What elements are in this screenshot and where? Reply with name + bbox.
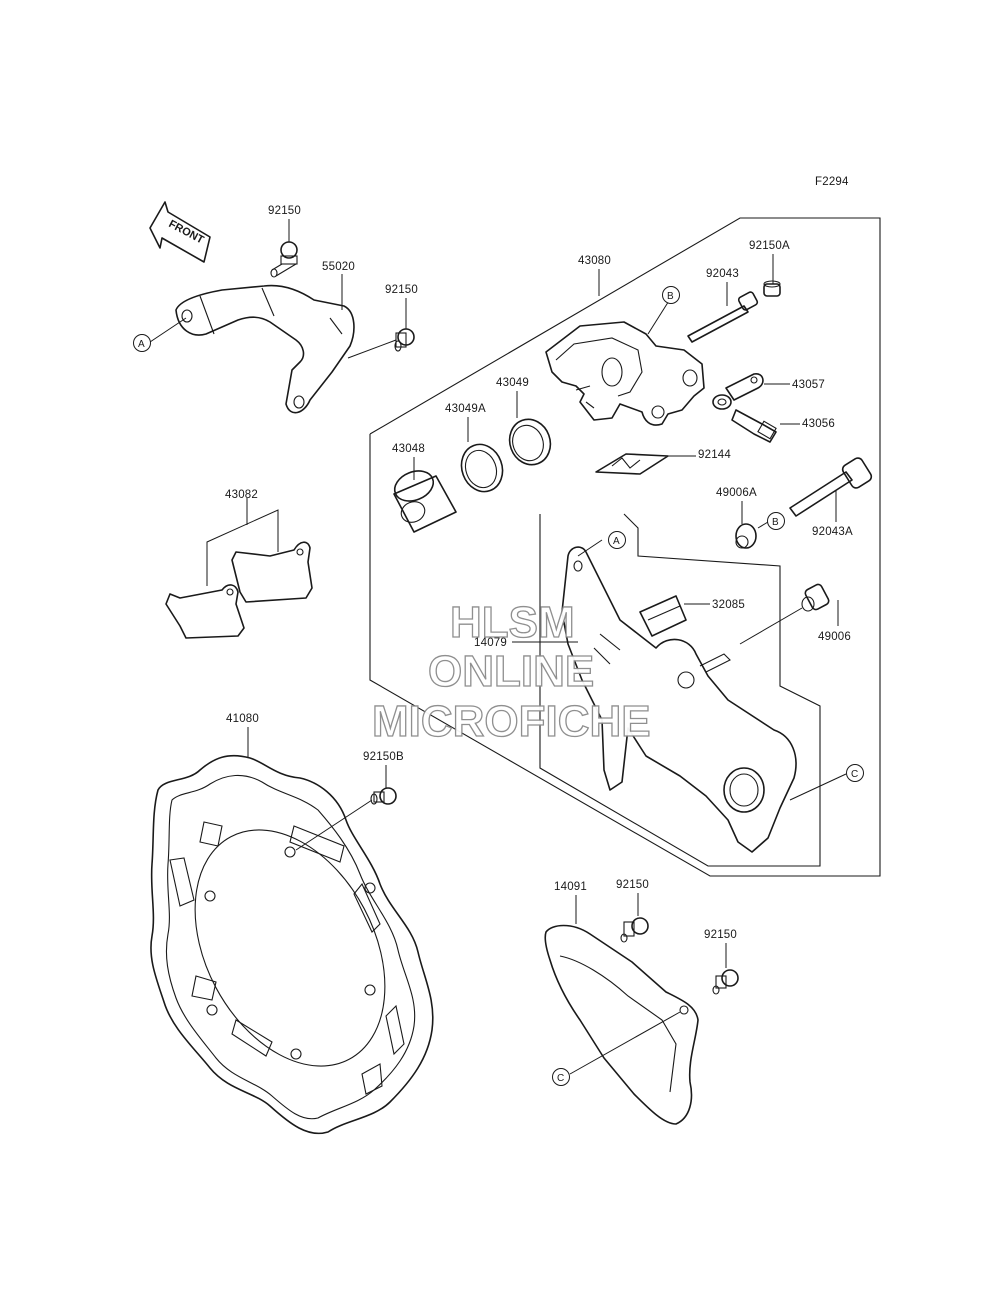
part-label-92144: 92144	[698, 449, 731, 461]
svg-text:B: B	[772, 517, 779, 528]
part-label-43056: 43056	[802, 418, 835, 430]
bleeder-cap-92150A	[763, 280, 781, 297]
ref-marker-c-guard	[552, 1068, 570, 1086]
brake-pad-front	[165, 584, 245, 639]
svg-text:A: A	[613, 536, 620, 547]
brake-pad-rear	[231, 541, 313, 603]
watermark-line1: HLSM	[450, 598, 575, 647]
watermark-line2: ONLINE	[428, 647, 594, 696]
part-label-55020: 55020	[322, 261, 355, 273]
bracket-bolt-top	[270, 241, 298, 278]
brake-disc-41080	[150, 754, 434, 1135]
part-label-49006A: 49006A	[716, 487, 757, 499]
disc-bolt-92150B	[370, 787, 397, 805]
pin-92043	[687, 291, 759, 343]
boot-49006A	[735, 523, 757, 549]
watermark: HLSM ONLINE MICROFICHE	[371, 597, 651, 746]
guard-bolt-2	[712, 969, 739, 995]
caliper-holder-14079	[561, 546, 797, 853]
pad-spring-32085	[639, 595, 687, 637]
ref-marker-b-caliper	[662, 286, 680, 304]
part-label-32085: 32085	[712, 599, 745, 611]
part-label-92043: 92043	[706, 268, 739, 280]
part-label-41080: 41080	[226, 713, 259, 725]
ref-marker-a-holder	[608, 531, 626, 549]
front-arrow-icon: FRONT	[149, 201, 211, 263]
guard-bolt-1	[620, 917, 649, 943]
part-label-14079: 14079	[474, 637, 507, 649]
seal-43049	[508, 418, 552, 466]
part-label-14091: 14091	[554, 881, 587, 893]
caliper-43080	[545, 321, 705, 426]
bracket-bolt-side	[347, 328, 415, 359]
part-label-43082: 43082	[225, 489, 258, 501]
bleeder-plate-43057	[712, 373, 764, 410]
part-label-92150-guard-2: 92150	[704, 929, 737, 941]
boot-49006	[801, 583, 830, 612]
svg-text:C: C	[851, 769, 858, 780]
dust-seal-43049A	[460, 443, 504, 493]
bleeder-valve-43056	[731, 409, 777, 443]
part-label-43057: 43057	[792, 379, 825, 391]
pin-92043A	[789, 457, 873, 517]
part-label-43048: 43048	[392, 443, 425, 455]
part-label-43049: 43049	[496, 377, 529, 389]
part-label-43080: 43080	[578, 255, 611, 267]
part-label-92150-side: 92150	[385, 284, 418, 296]
part-label-92150-top: 92150	[268, 205, 301, 217]
watermark-line3: MICROFICHE	[372, 697, 651, 746]
part-label-92150A: 92150A	[749, 240, 790, 252]
ref-marker-b-boot	[767, 512, 785, 530]
ref-marker-a-bracket	[133, 334, 151, 352]
part-label-43049A: 43049A	[445, 403, 486, 415]
piston-43048	[393, 470, 457, 533]
svg-text:A: A	[138, 339, 145, 350]
ref-marker-c-holder	[846, 764, 864, 782]
part-label-92150B: 92150B	[363, 751, 404, 763]
bracket-55020	[175, 284, 355, 414]
part-label-92150-guard-1: 92150	[616, 879, 649, 891]
svg-text:C: C	[557, 1073, 564, 1084]
part-label-49006: 49006	[818, 631, 851, 643]
part-label-92043A: 92043A	[812, 526, 853, 538]
svg-text:B: B	[667, 291, 674, 302]
figure-code: F2294	[815, 176, 849, 188]
spring-92144	[595, 453, 669, 475]
disc-guard-14091	[544, 924, 699, 1125]
